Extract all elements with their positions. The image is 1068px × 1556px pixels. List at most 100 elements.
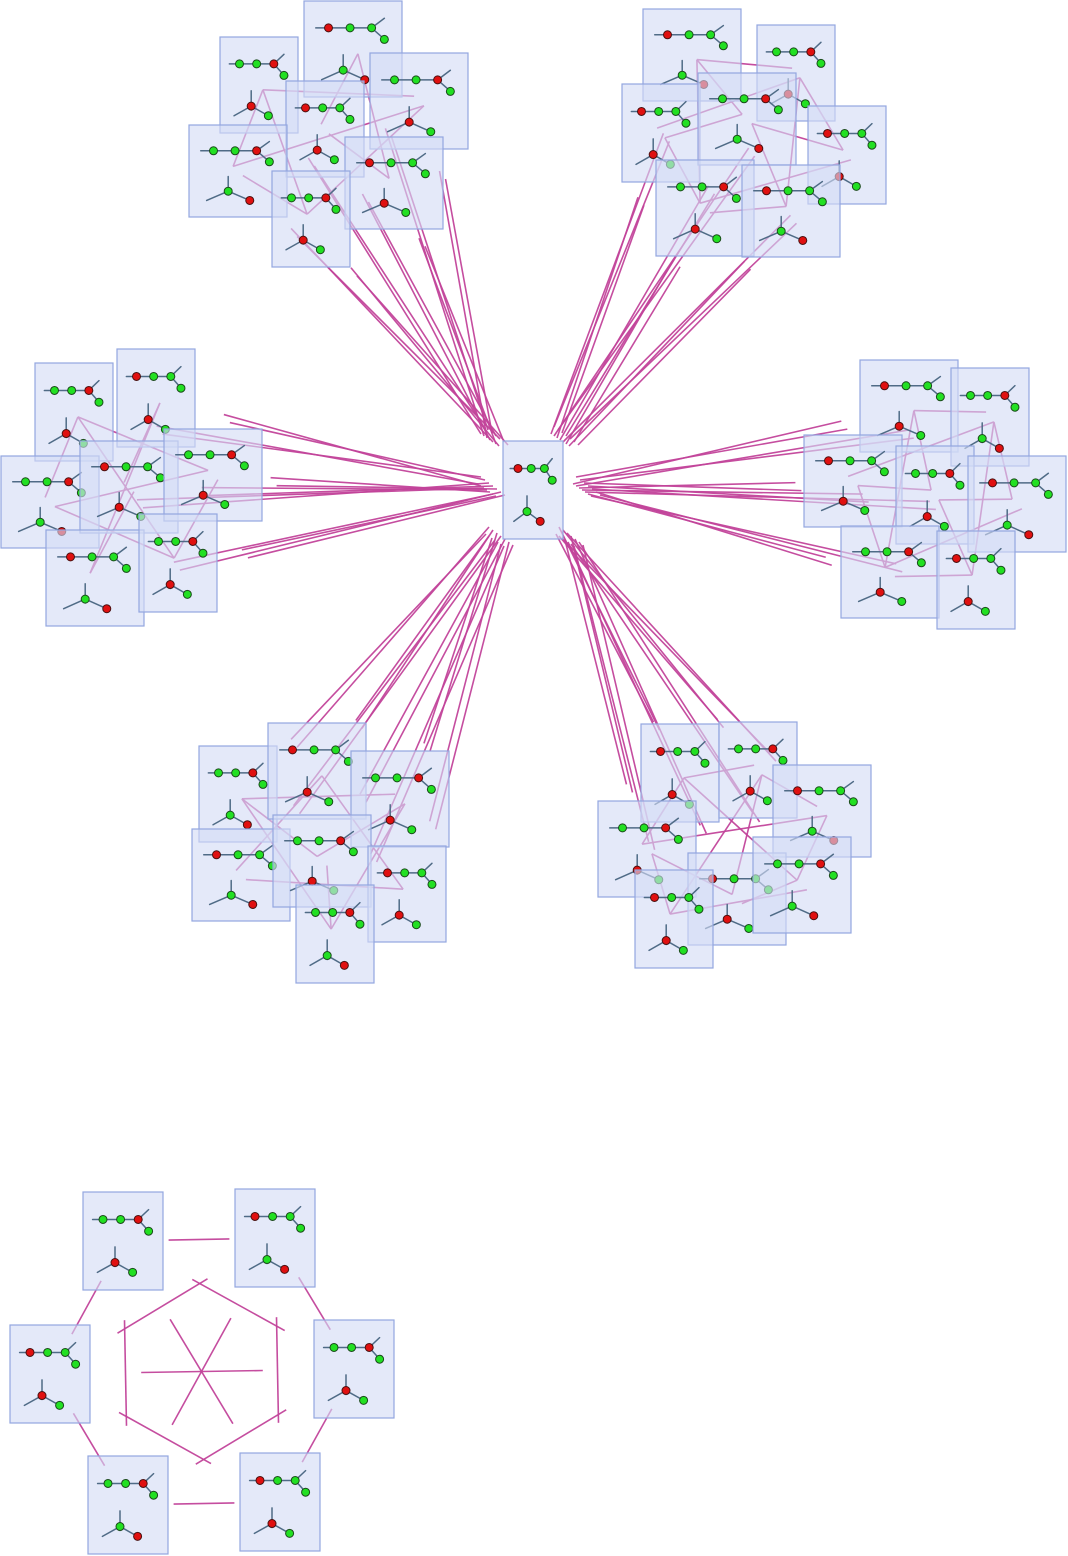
hub-edge bbox=[556, 197, 639, 439]
hub-edge bbox=[276, 484, 498, 490]
carbon-atom bbox=[223, 186, 233, 196]
ring-edge bbox=[168, 1238, 230, 1241]
carbon-atom bbox=[939, 521, 949, 531]
hub-edge bbox=[173, 493, 494, 563]
carbon-atom bbox=[371, 773, 380, 783]
node-box bbox=[295, 884, 375, 984]
oxygen-atom bbox=[690, 224, 700, 234]
edge-layer bbox=[44, 53, 1023, 1505]
carbon-atom bbox=[840, 128, 850, 138]
oxygen-atom bbox=[114, 502, 124, 512]
hub-edge bbox=[572, 420, 842, 485]
carbon-atom bbox=[375, 1354, 385, 1364]
carbon-atom bbox=[1010, 402, 1020, 412]
oxygen-atom bbox=[302, 787, 312, 797]
oxygen-atom bbox=[132, 371, 141, 381]
cluster-bottom-left-node bbox=[267, 722, 367, 820]
carbon-atom bbox=[209, 146, 218, 156]
cluster-bottom-left-node bbox=[198, 745, 278, 843]
carbon-atom bbox=[264, 157, 274, 167]
node-box bbox=[840, 525, 940, 619]
carbon-atom bbox=[154, 536, 163, 546]
cluster-left-node bbox=[45, 529, 145, 627]
carbon-atom bbox=[329, 155, 339, 165]
carbon-atom bbox=[67, 385, 77, 395]
ring-edge bbox=[141, 1369, 263, 1374]
oxygen-atom bbox=[745, 786, 755, 796]
carbon-atom bbox=[407, 825, 417, 835]
carbon-atom bbox=[1009, 478, 1019, 488]
oxygen-atom bbox=[809, 911, 819, 921]
carbon-atom bbox=[115, 1522, 125, 1532]
carbon-atom bbox=[773, 859, 782, 869]
carbon-atom bbox=[171, 536, 181, 546]
carbon-atom bbox=[773, 105, 783, 115]
hub-edge bbox=[573, 545, 650, 842]
oxygen-atom bbox=[823, 128, 832, 138]
hub-edge bbox=[553, 141, 671, 428]
oxygen-atom bbox=[37, 1391, 47, 1401]
oxygen-atom bbox=[535, 516, 545, 526]
carbon-atom bbox=[860, 505, 870, 515]
oxygen-atom bbox=[922, 512, 932, 522]
carbon-atom bbox=[778, 755, 788, 765]
oxygen-atom bbox=[298, 235, 308, 245]
cluster-right-node bbox=[936, 530, 1016, 630]
carbon-atom bbox=[807, 826, 817, 836]
oxygen-atom bbox=[280, 1264, 290, 1274]
carbon-atom bbox=[318, 103, 328, 113]
carbon-atom bbox=[789, 47, 799, 57]
oxygen-atom bbox=[798, 235, 808, 245]
carbon-atom bbox=[87, 552, 97, 562]
oxygen-atom bbox=[66, 552, 75, 562]
carbon-atom bbox=[116, 1214, 126, 1224]
carbon-atom bbox=[816, 58, 826, 68]
node-box bbox=[163, 428, 263, 522]
cluster-left-node bbox=[138, 513, 218, 613]
carbon-atom bbox=[55, 1400, 65, 1410]
cluster-bottom-left-node bbox=[295, 884, 375, 984]
carbon-atom bbox=[304, 193, 314, 203]
carbon-atom bbox=[331, 745, 341, 755]
hub-edge bbox=[573, 266, 681, 443]
oxygen-atom bbox=[414, 773, 424, 783]
carbon-atom bbox=[751, 744, 761, 754]
oxygen-atom bbox=[994, 443, 1004, 453]
carbon-atom bbox=[252, 59, 262, 69]
carbon-atom bbox=[897, 596, 907, 606]
oxygen-atom bbox=[138, 1478, 148, 1488]
carbon-atom bbox=[311, 907, 320, 917]
cluster-bottom-left-node bbox=[367, 845, 447, 943]
hub-edge bbox=[247, 494, 506, 559]
carbon-atom bbox=[231, 768, 241, 778]
node-box bbox=[803, 434, 903, 528]
ring-edge bbox=[275, 1317, 280, 1423]
carbon-atom bbox=[226, 890, 236, 900]
carbon-atom bbox=[293, 836, 302, 846]
oxygen-atom bbox=[824, 456, 833, 466]
carbon-atom bbox=[676, 182, 685, 192]
hub-edge bbox=[356, 275, 509, 446]
carbon-atom bbox=[526, 463, 536, 473]
oxygen-atom bbox=[904, 547, 914, 557]
node-box bbox=[219, 36, 299, 134]
carbon-atom bbox=[718, 94, 727, 104]
carbon-atom bbox=[94, 397, 104, 407]
oxygen-atom bbox=[339, 960, 349, 970]
hub-edge bbox=[570, 535, 634, 793]
carbon-atom bbox=[732, 134, 742, 144]
oxygen-atom bbox=[761, 94, 771, 104]
oxygen-atom bbox=[648, 150, 658, 160]
carbon-atom bbox=[928, 468, 938, 478]
oxygen-atom bbox=[307, 876, 317, 886]
hub-edge bbox=[270, 476, 491, 493]
node-box bbox=[344, 136, 444, 230]
oxygen-atom bbox=[394, 910, 404, 920]
carbon-atom bbox=[547, 475, 557, 485]
cluster-top-right-node bbox=[741, 164, 841, 258]
carbon-atom bbox=[331, 204, 341, 214]
node-box bbox=[634, 869, 714, 969]
ring-edge bbox=[123, 1320, 128, 1426]
oxygen-atom bbox=[133, 1531, 143, 1541]
oxygen-atom bbox=[341, 1386, 351, 1396]
